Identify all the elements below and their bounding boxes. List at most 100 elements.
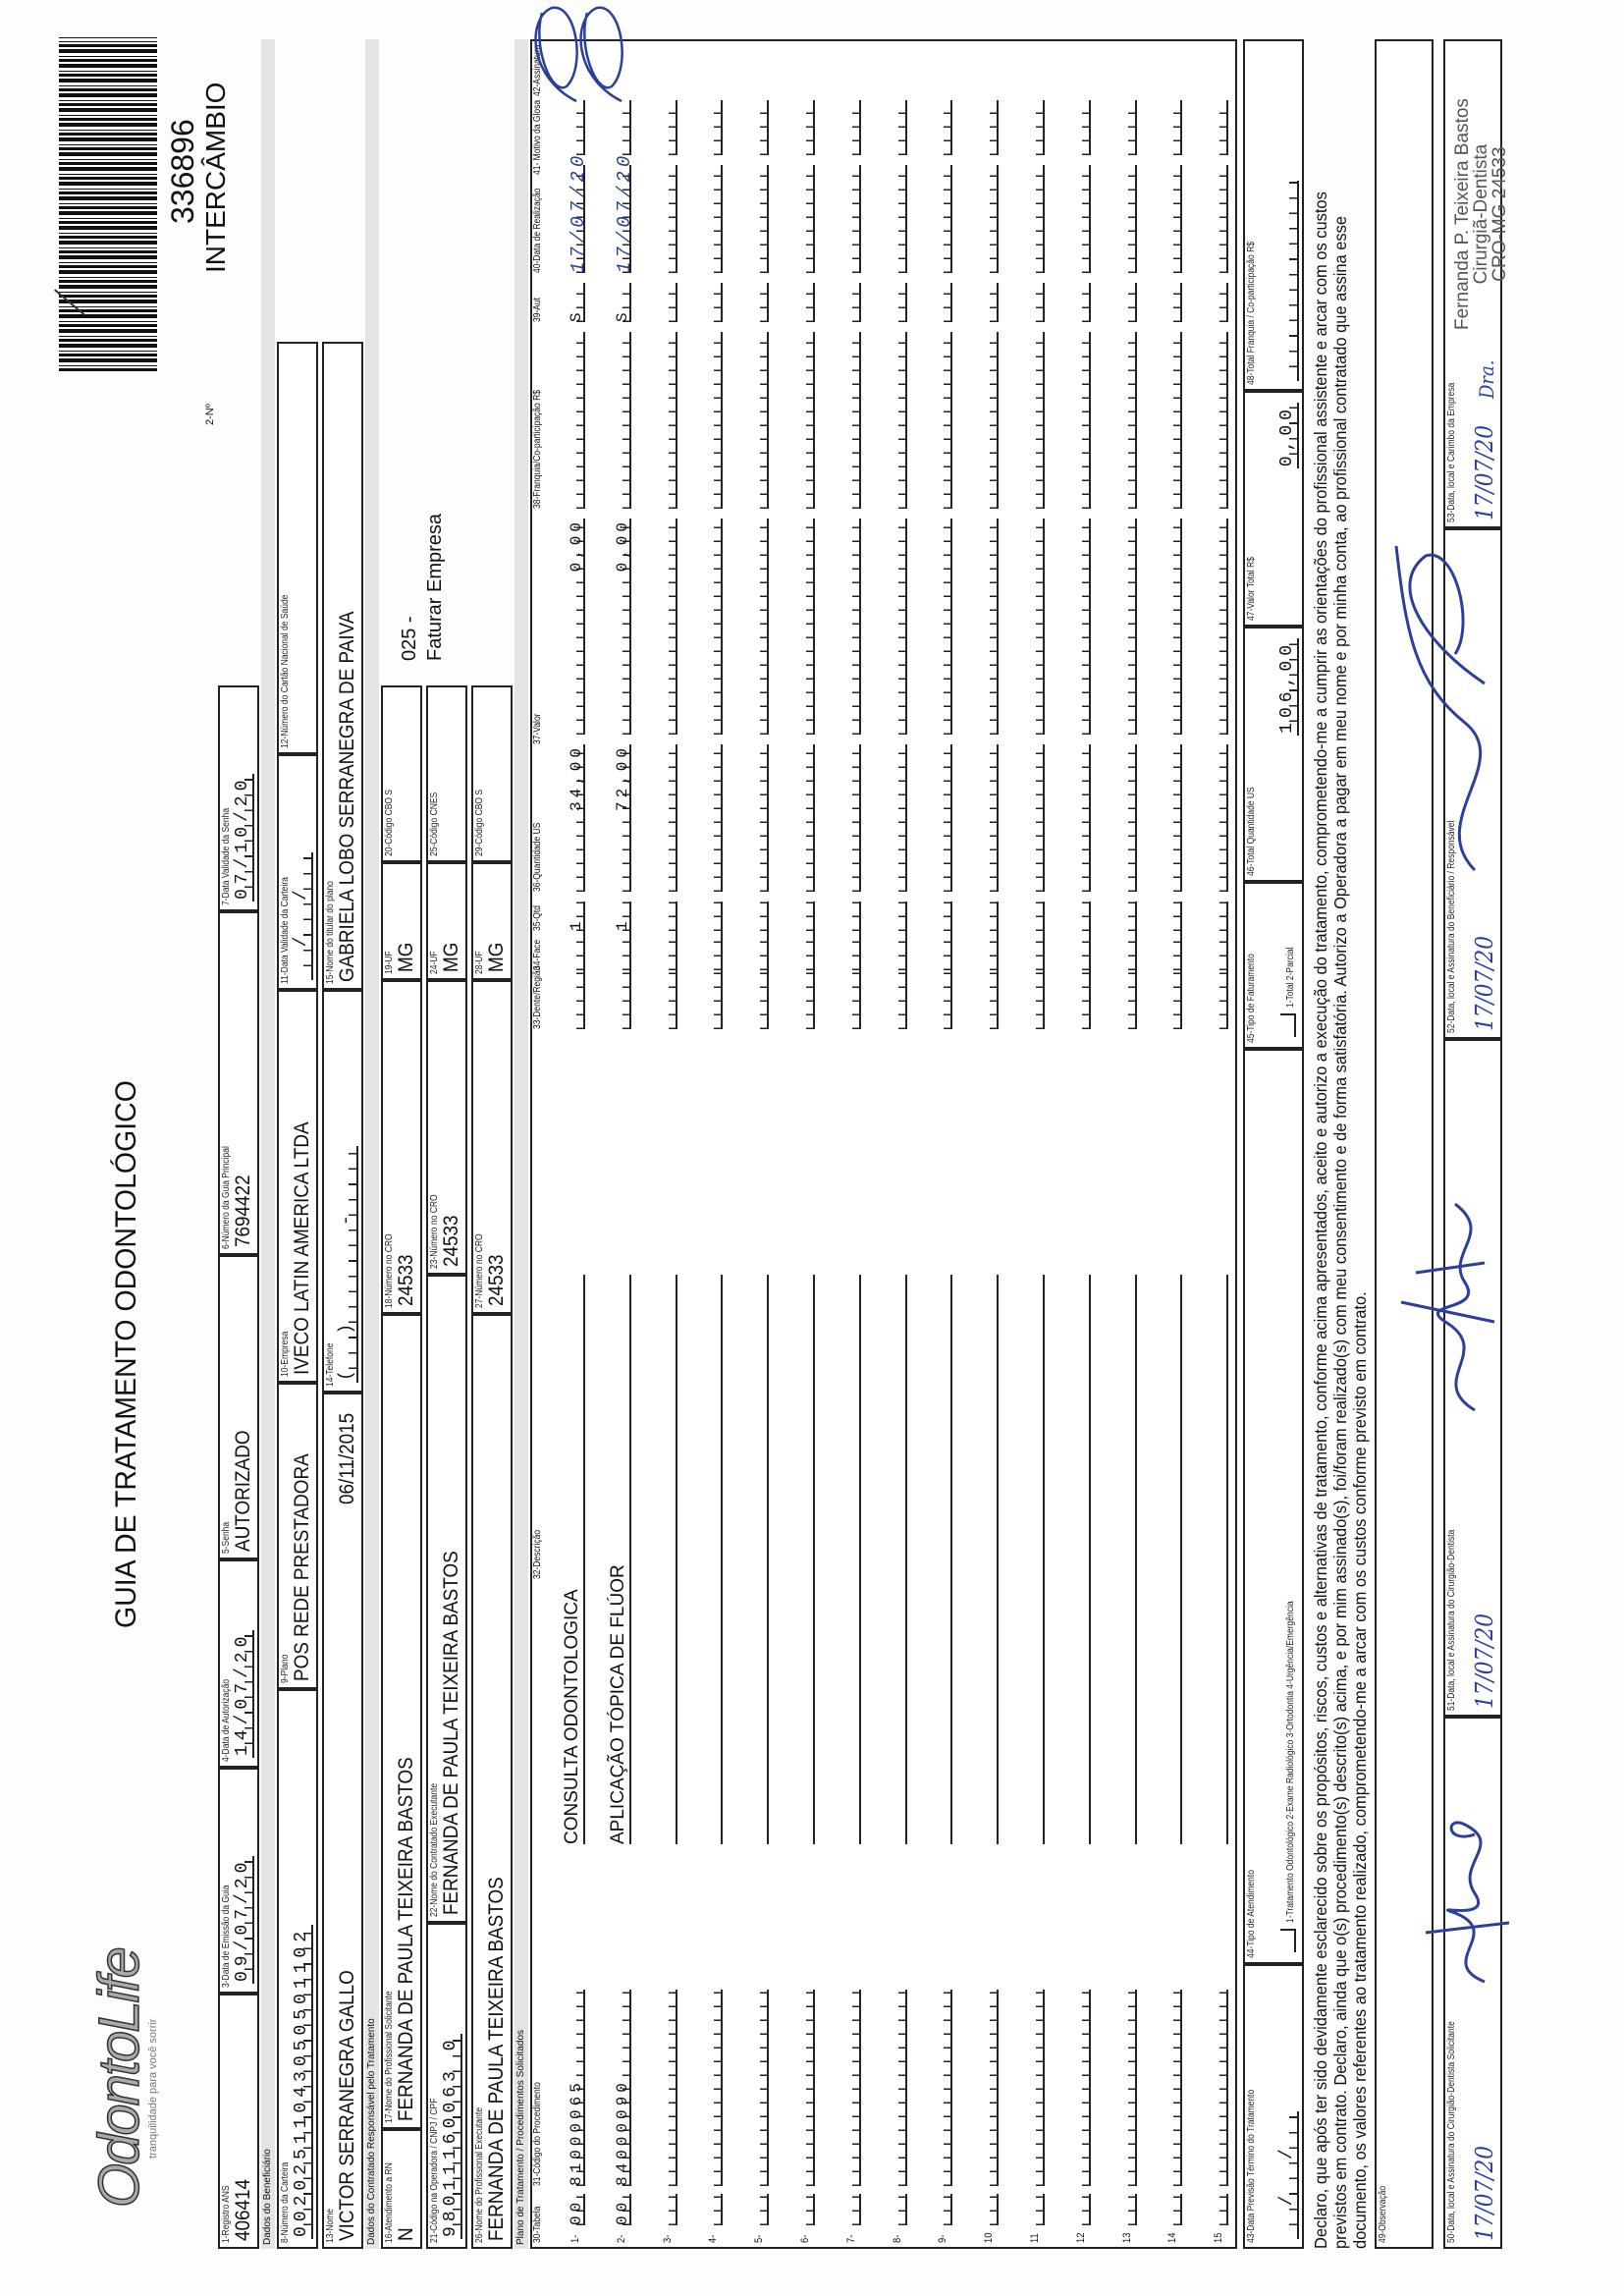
cell-descricao[interactable] [699, 1275, 724, 1844]
cell-descricao[interactable] [1021, 1275, 1045, 1844]
cell-glosa[interactable] [842, 100, 861, 155]
cell-codigo[interactable] [1164, 1990, 1183, 2186]
cell-tabela[interactable] [1118, 2194, 1137, 2225]
cell-valor[interactable] [659, 519, 677, 735]
cell-qtd[interactable] [659, 902, 677, 931]
cell-glosa[interactable] [613, 100, 631, 155]
cell-dente[interactable] [797, 970, 815, 1029]
cell-data[interactable] [981, 165, 1000, 273]
cell-descricao[interactable] [1112, 1275, 1137, 1844]
cell-data[interactable] [751, 165, 770, 273]
cell-descricao[interactable] [653, 1275, 677, 1844]
signature-solicitante[interactable]: 50-Data, local e Assinatura do Cirurgião… [1425, 1717, 1510, 2249]
cell-dente[interactable] [705, 970, 724, 1029]
cell-qtd[interactable] [751, 902, 770, 931]
cell-tabela[interactable] [981, 2194, 1000, 2225]
cell-face[interactable] [797, 931, 815, 970]
cell-dente[interactable] [1164, 970, 1183, 1029]
cell-dente[interactable] [1027, 970, 1045, 1029]
cell-codigo[interactable] [797, 1990, 815, 2186]
cell-data[interactable] [1164, 165, 1183, 273]
cell-franquia[interactable] [797, 332, 815, 509]
cell-data[interactable] [705, 165, 724, 273]
cell-face[interactable] [1027, 931, 1045, 970]
cell-us[interactable] [889, 744, 907, 892]
cell-franquia[interactable] [935, 332, 953, 509]
cell-codigo[interactable] [1118, 1990, 1137, 2186]
cell-franquia[interactable] [568, 332, 585, 509]
cell-aut[interactable] [1164, 283, 1183, 322]
cell-glosa[interactable] [1072, 100, 1091, 155]
cell-glosa[interactable] [797, 100, 815, 155]
cell-data[interactable] [889, 165, 907, 273]
cell-descricao[interactable] [883, 1275, 907, 1844]
cell-glosa[interactable] [935, 100, 953, 155]
cell-data[interactable]: 17/07/20 [568, 151, 589, 273]
field-total-franquia[interactable]: 48-Total Franquia / Co-participação R$ [1243, 39, 1304, 391]
cell-aut[interactable] [842, 283, 861, 322]
cell-franquia[interactable] [705, 332, 724, 509]
cell-descricao[interactable]: CONSULTA ODONTOLOGICA [562, 1275, 585, 1844]
cell-codigo[interactable] [889, 1990, 907, 2186]
cell-descricao[interactable] [837, 1275, 861, 1844]
cell-codigo[interactable] [1072, 1990, 1091, 2186]
cell-descricao[interactable] [929, 1275, 953, 1844]
cell-aut[interactable] [797, 283, 815, 322]
cell-us[interactable]: 34,00 [568, 744, 585, 892]
cell-aut[interactable] [751, 283, 770, 322]
field-cbo-executante[interactable]: 29-Código CBO S [471, 685, 513, 862]
cell-data[interactable] [842, 165, 861, 273]
cell-aut[interactable] [1027, 283, 1045, 322]
cell-us[interactable] [981, 744, 1000, 892]
cell-descricao[interactable] [1066, 1275, 1091, 1844]
cell-codigo[interactable] [935, 1990, 953, 2186]
cell-face[interactable] [659, 931, 677, 970]
cell-tabela[interactable] [797, 2194, 815, 2225]
cell-dente[interactable] [1118, 970, 1137, 1029]
cell-codigo[interactable] [751, 1990, 770, 2186]
cell-descricao[interactable] [1205, 1275, 1229, 1844]
cell-tabela[interactable] [935, 2194, 953, 2225]
cell-valor[interactable] [1027, 519, 1045, 735]
cell-data[interactable] [1211, 165, 1229, 273]
cell-qtd[interactable] [842, 902, 861, 931]
cell-tabela[interactable] [1027, 2194, 1045, 2225]
cell-tabela[interactable] [842, 2194, 861, 2225]
cell-dente[interactable] [889, 970, 907, 1029]
cell-glosa[interactable] [1027, 100, 1045, 155]
cell-qtd[interactable] [1118, 902, 1137, 931]
cell-us[interactable] [1118, 744, 1137, 892]
cell-tabela[interactable] [1211, 2194, 1229, 2225]
cell-codigo[interactable]: 81000065 [568, 1990, 585, 2186]
cell-qtd[interactable]: 1 [568, 902, 585, 931]
cell-aut[interactable] [1072, 283, 1091, 322]
cell-qtd[interactable] [705, 902, 724, 931]
cell-valor[interactable] [935, 519, 953, 735]
field-telefone[interactable]: 14-Telefone( ) - [322, 990, 363, 1393]
cell-us[interactable] [1027, 744, 1045, 892]
cell-codigo[interactable] [981, 1990, 1000, 2186]
cell-tabela[interactable] [705, 2194, 724, 2225]
cell-us[interactable] [1164, 744, 1183, 892]
cell-franquia[interactable] [613, 332, 631, 509]
cell-aut[interactable] [1211, 283, 1229, 322]
cell-valor[interactable] [889, 519, 907, 735]
cell-aut[interactable] [1118, 283, 1137, 322]
cell-dente[interactable] [1211, 970, 1229, 1029]
cell-face[interactable] [842, 931, 861, 970]
cell-qtd[interactable] [1072, 902, 1091, 931]
cell-franquia[interactable] [842, 332, 861, 509]
cell-data[interactable] [797, 165, 815, 273]
cell-qtd[interactable]: 1 [613, 902, 631, 931]
cell-us[interactable] [842, 744, 861, 892]
